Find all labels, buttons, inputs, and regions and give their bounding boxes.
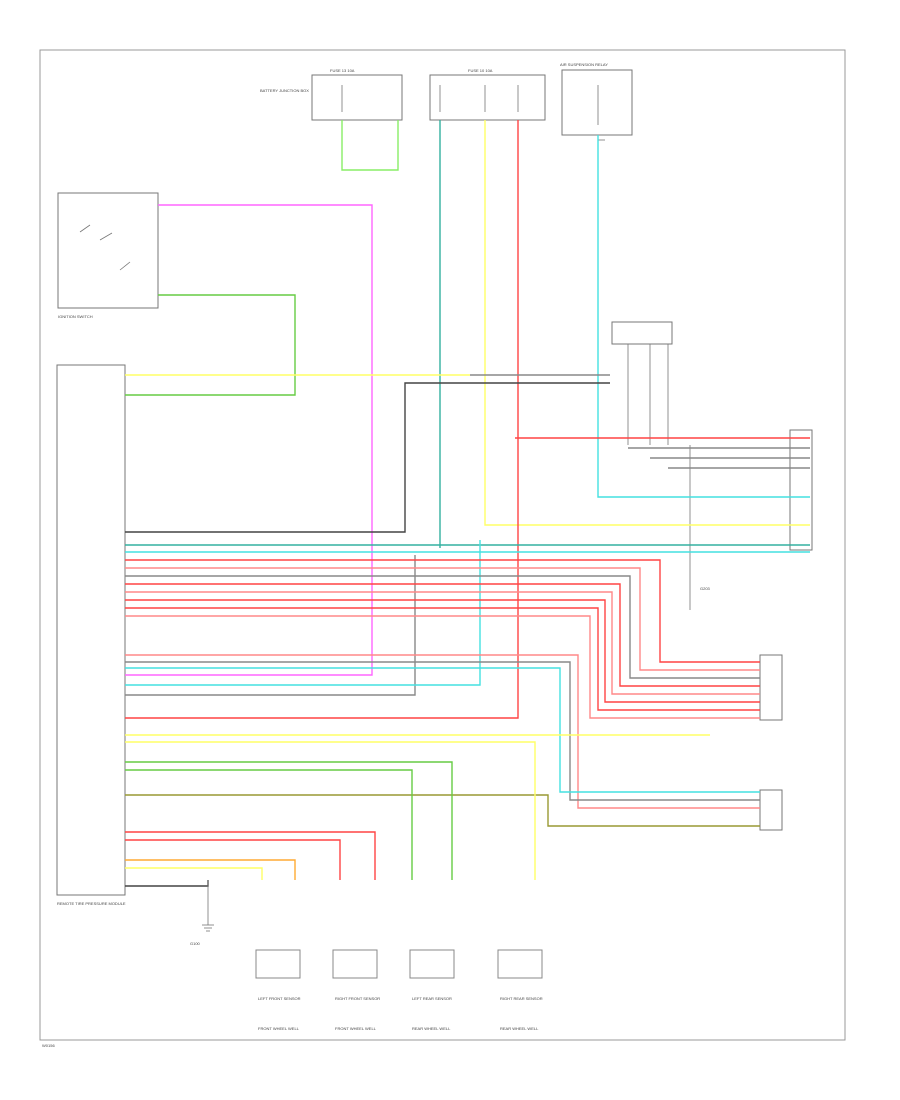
wire-fan-5 <box>125 599 760 703</box>
sensor-name-1: RIGHT FRONT SENSOR <box>335 996 380 1001</box>
sensor-group: LEFT FRONT SENSOR FRONT WHEEL WELL RIGHT F… <box>255 949 543 1031</box>
module-label: REMOTE TIRE PRESSURE MODULE <box>57 901 126 906</box>
wire-g1 <box>125 761 453 880</box>
wire-fan-extra3 <box>125 667 760 793</box>
wire-fan-extra2 <box>125 661 760 801</box>
wire-fuse-yellow <box>484 120 810 526</box>
ground-g-label: G100 <box>190 941 201 946</box>
right-connector <box>759 429 813 831</box>
battery-junction-box: BATTERY JUNCTION BOX FUSE 13 10A FUSE 10… <box>260 62 633 141</box>
wires <box>125 120 810 887</box>
wire-fan-6 <box>125 607 760 711</box>
wire-g2 <box>125 769 413 880</box>
wire-fuse-green <box>341 120 399 171</box>
footer-code: W0156 <box>42 1043 55 1048</box>
ignition-switch-label: IGNITION SWITCH <box>58 314 93 319</box>
wire-o1 <box>125 859 296 880</box>
wire-ground <box>125 880 209 887</box>
wire-relay-cyan <box>597 135 810 498</box>
wire-o2 <box>125 867 263 880</box>
sensor-box-1 <box>332 949 378 979</box>
relay-cluster: G203 <box>611 321 711 610</box>
wire-fan-0 <box>125 559 760 663</box>
tire-pressure-module: REMOTE TIRE PRESSURE MODULE <box>56 364 126 906</box>
wire-r1 <box>125 831 376 880</box>
diagram-frame <box>39 49 846 1041</box>
battery-junction-label: BATTERY JUNCTION BOX <box>260 88 309 93</box>
relay-box-label: AIR SUSPENSION RELAY <box>560 62 608 67</box>
ignition-switch: IGNITION SWITCH <box>57 192 159 319</box>
ground-symbol: G100 <box>190 880 214 946</box>
ground-g2-label: G203 <box>700 586 711 591</box>
sensor-box-0 <box>255 949 301 979</box>
sensor-name-2: LEFT REAR SENSOR <box>412 996 452 1001</box>
wire-cyan-low <box>125 540 481 686</box>
wire-olive <box>125 794 760 827</box>
sensor-sub-1: FRONT WHEEL WELL <box>335 1026 377 1031</box>
wire-fan-4 <box>125 591 760 695</box>
wire-fuse-red <box>125 120 519 719</box>
fuse-d-label: FUSE 10 10A <box>468 68 493 73</box>
wire-fan-3 <box>125 583 760 687</box>
sensor-name-0: LEFT FRONT SENSOR <box>258 996 301 1001</box>
sensor-sub-3: REAR WHEEL WELL <box>500 1026 539 1031</box>
wire-ign-green <box>125 294 296 396</box>
wire-fan-extra1 <box>125 654 760 809</box>
wire-fan-2 <box>125 575 760 679</box>
wire-y2 <box>125 741 536 880</box>
sensor-sub-0: FRONT WHEEL WELL <box>258 1026 300 1031</box>
sensor-sub-2: REAR WHEEL WELL <box>412 1026 451 1031</box>
wire-fan-7 <box>125 615 760 719</box>
wire-fan-1 <box>125 567 760 671</box>
sensor-box-2 <box>409 949 455 979</box>
sensor-box-3 <box>497 949 543 979</box>
wire-r2 <box>125 839 341 880</box>
wire-dark <box>125 382 610 533</box>
sensor-name-3: RIGHT REAR SENSOR <box>500 996 543 1001</box>
fuse-c-label: FUSE 13 10A <box>330 68 355 73</box>
wire-gray-short <box>125 555 416 696</box>
wire-ign-pink <box>125 204 373 676</box>
